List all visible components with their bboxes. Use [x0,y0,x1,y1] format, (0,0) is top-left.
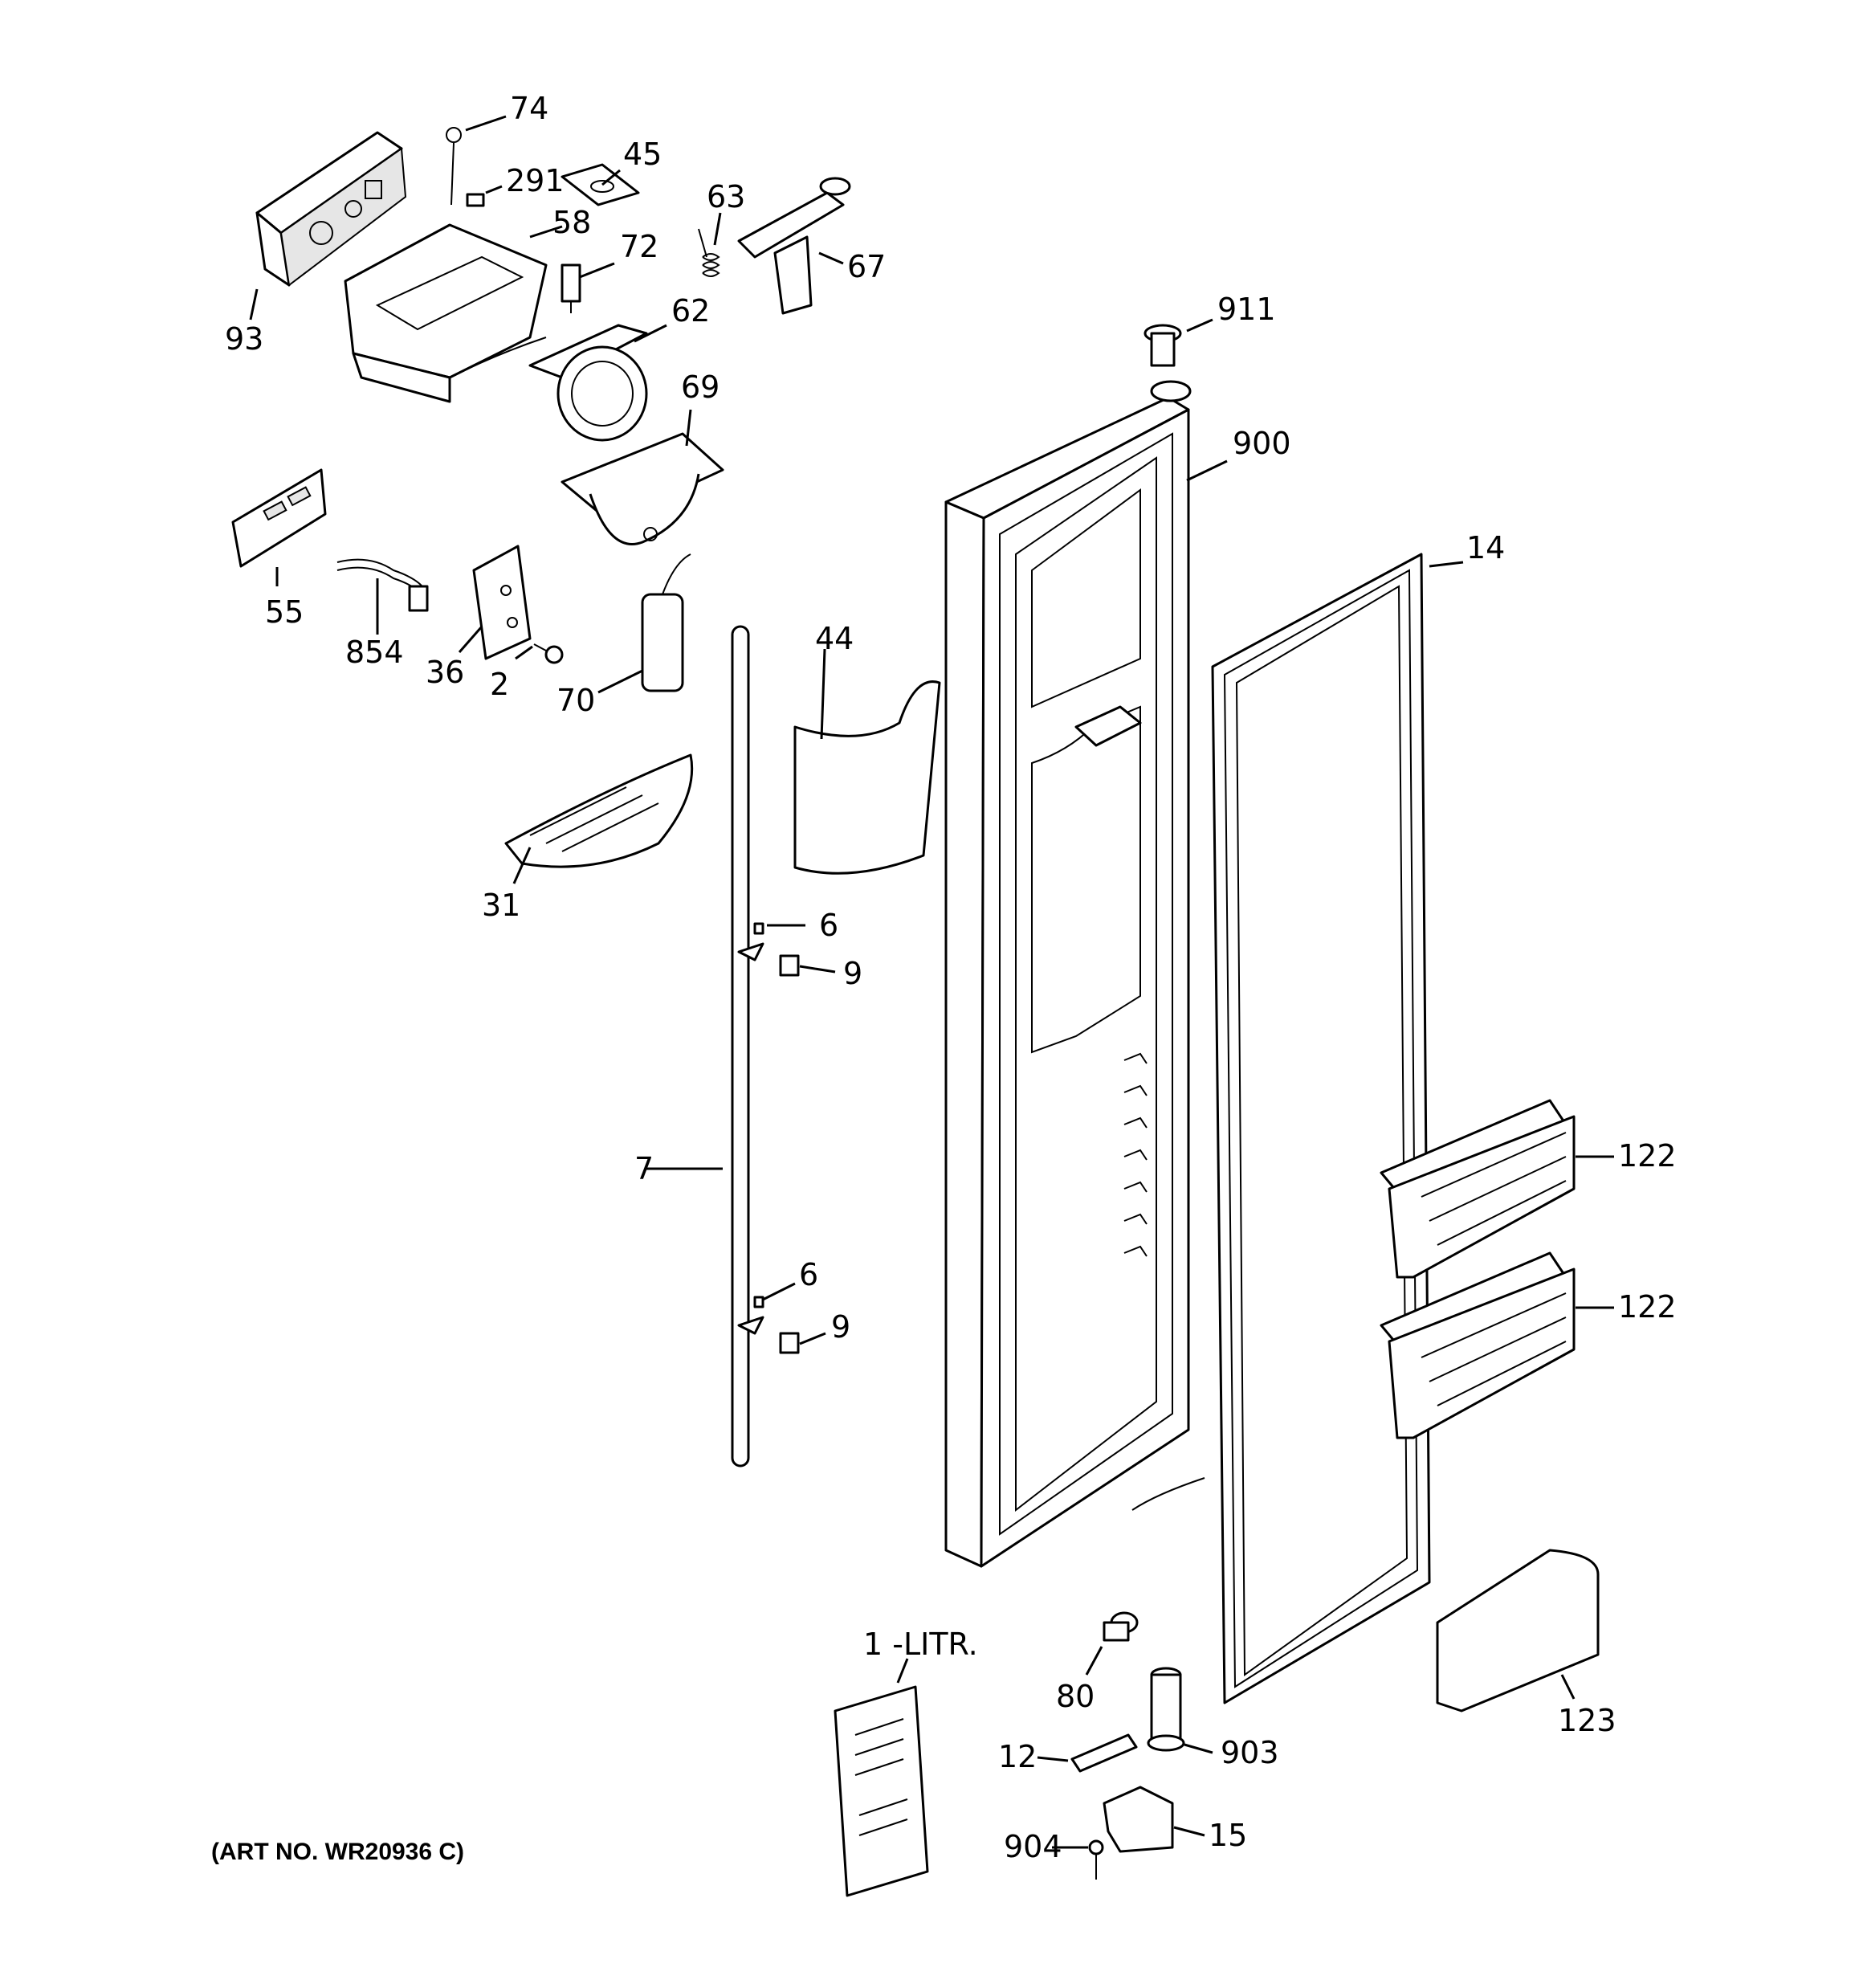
screw-part-291 [466,193,485,207]
mounting-bracket-part-36 [472,545,532,660]
callout-9-upper: 9 [843,956,862,991]
callout-14: 14 [1466,530,1505,565]
callout-291: 291 [506,163,565,198]
plug-part-80 [1103,1611,1139,1642]
actuator-pad-part-70 [641,553,691,692]
door-gasket-part-14 [1211,553,1431,1704]
callout-9-lower: 9 [831,1309,850,1345]
callout-911: 911 [1217,292,1276,327]
bottom-hinge-part-15 [1103,1786,1174,1853]
spring-part-63 [698,228,720,277]
callout-62: 62 [671,293,710,329]
bracket-part-12 [1070,1733,1138,1773]
callout-6-lower: 6 [799,1257,818,1292]
switch-part-72 [561,263,581,313]
spring-part-74 [446,127,462,206]
lever-arm-part-67 [737,177,851,315]
callout-labels: 74 291 45 63 58 72 67 93 62 911 69 900 1… [225,91,1677,1864]
callout-31: 31 [482,888,520,923]
callout-67: 67 [847,249,886,284]
callout-854: 854 [345,635,404,670]
callout-6-upper: 6 [819,908,838,943]
callout-44: 44 [815,621,854,656]
door-hinges [1123,1052,1148,1257]
callout-74: 74 [510,91,548,126]
dispenser-housing-part-58 [344,223,548,403]
callout-904: 904 [1004,1829,1062,1864]
callout-45: 45 [623,137,662,172]
callout-80: 80 [1056,1679,1095,1714]
callout-122-lower: 122 [1618,1289,1677,1325]
screw-part-2 [533,643,564,664]
callout-15: 15 [1209,1818,1247,1853]
control-board-part-93 [255,131,407,287]
bracket-part-45 [561,163,640,206]
wire-harness-part-854 [336,558,429,612]
callout-900: 900 [1233,426,1291,461]
callout-72: 72 [620,229,658,264]
callout-1-litr: 1 -LITR. [863,1627,978,1662]
callout-7: 7 [634,1151,654,1186]
leader-lines [249,115,1614,1849]
callout-63: 63 [707,179,745,214]
circuit-board-part-55 [231,468,327,568]
cover-panel-part-44 [793,680,941,875]
art-number: (ART NO. WR20936 C) [211,1839,464,1865]
callout-122-upper: 122 [1618,1138,1677,1174]
door-bin-upper-part-122 [1380,1099,1576,1279]
callout-93: 93 [225,321,263,357]
ice-chute-ring-part-62 [528,324,648,442]
door-bin-part-123 [1436,1549,1600,1712]
door-assembly-part-900 [944,380,1205,1568]
callout-2: 2 [490,667,509,702]
screw-part-904 [1088,1839,1104,1880]
drip-tray-part-31 [504,753,694,868]
hinge-pin-part-903 [1147,1667,1185,1752]
cap-part-911 [1143,324,1182,367]
funnel-part-69 [561,432,724,545]
door-bin-lower-part-122 [1380,1251,1576,1439]
door-handle-part-7 [731,625,800,1468]
literature-booklet [834,1685,929,1897]
callout-903: 903 [1221,1735,1279,1770]
callout-70: 70 [556,683,595,718]
callout-69: 69 [681,369,720,405]
callout-55: 55 [265,594,304,630]
callout-123: 123 [1558,1703,1616,1738]
callout-12: 12 [998,1739,1037,1774]
callout-58: 58 [552,205,591,240]
callout-36: 36 [426,655,464,690]
